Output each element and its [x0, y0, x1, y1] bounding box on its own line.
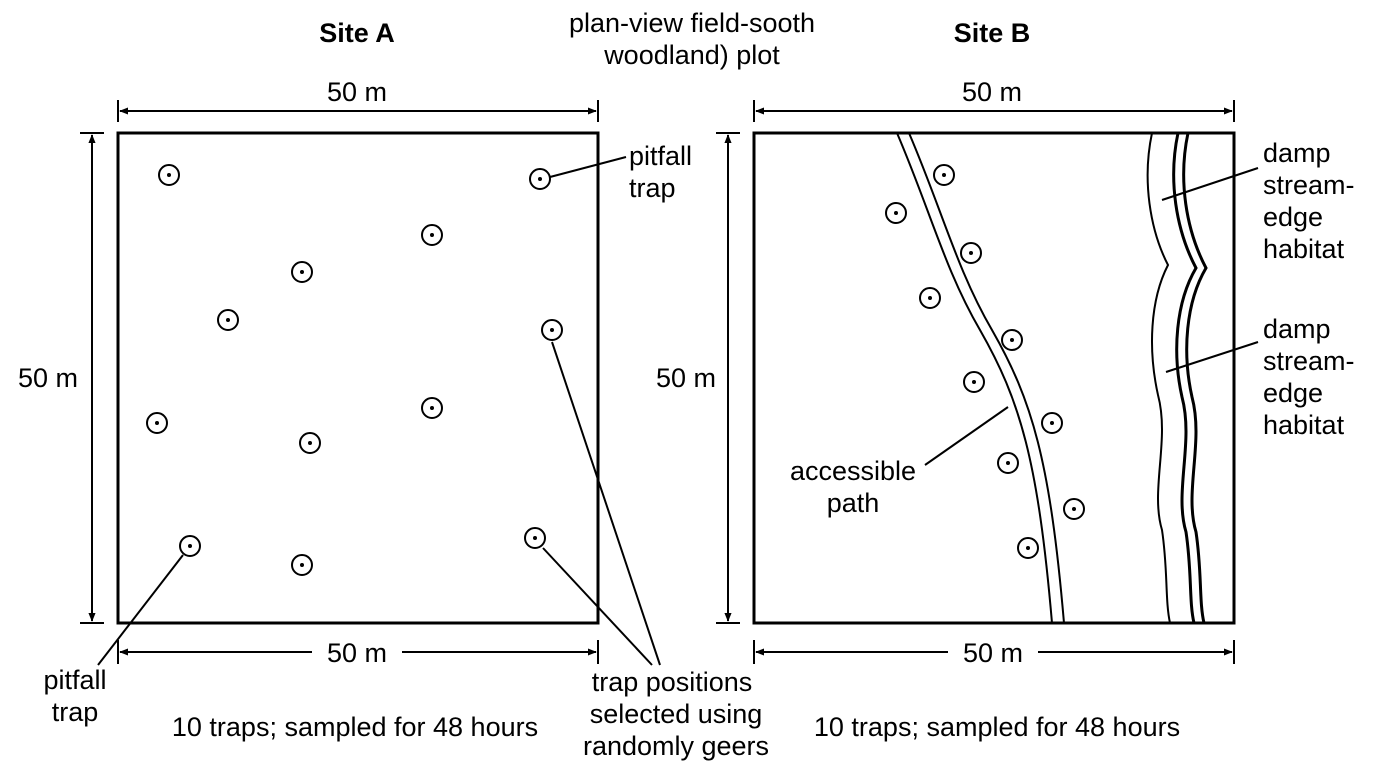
accessible-path-edge-left — [896, 132, 1053, 624]
pitfall-trap-icon — [933, 164, 955, 186]
site-b-caption: 10 traps; sampled for 48 hours — [814, 712, 1180, 742]
site-b-plot-boundary — [752, 131, 1236, 625]
accessible-path-edge-right — [908, 132, 1065, 624]
site-a-caption: 10 traps; sampled for 48 hours — [172, 712, 538, 742]
pitfall-trap-icon — [291, 554, 313, 576]
site-a-bottom-dimension-label: 50 m — [327, 638, 387, 668]
site-a-top-dimension-label: 50 m — [327, 77, 387, 107]
site-b-traps — [885, 164, 1085, 559]
site-a-panel: 50 m 50 m 50 m — [18, 76, 769, 761]
habitat-leader-1 — [1161, 167, 1259, 201]
site-a-top-trap-leader — [549, 156, 627, 178]
diagram-title-line1: plan-view field-sooth — [569, 8, 815, 38]
site-a-side-dimension-label: 50 m — [18, 363, 78, 393]
accessible-path-label-line2: path — [827, 488, 880, 518]
random-positions-leader-2 — [542, 547, 653, 666]
accessible-path-leader — [924, 406, 1009, 466]
site-a-plot-boundary — [116, 131, 600, 625]
random-positions-leader-1 — [551, 341, 661, 666]
habitat-label-2-line3: edge — [1263, 378, 1323, 408]
pitfall-trap-icon — [158, 164, 180, 186]
site-a-trap-label-line1: pitfall — [629, 141, 692, 171]
site-b-side-dimension-label: 50 m — [656, 363, 716, 393]
diagram-title-line2: woodland) plot — [603, 40, 780, 70]
pitfall-trap-icon — [299, 432, 321, 454]
site-a-traps — [146, 164, 563, 576]
stream-edge-line — [1146, 132, 1171, 624]
random-positions-label-line3: randomly geers — [583, 731, 769, 761]
site-b-bottom-dimension-label: 50 m — [963, 638, 1023, 668]
pitfall-trap-icon — [421, 397, 443, 419]
habitat-label-1-line1: damp — [1263, 138, 1331, 168]
site-a-trap-label-line2: trap — [629, 173, 676, 203]
site-b-panel: 50 m 50 m 50 m — [656, 76, 1355, 742]
pitfall-trap-icon — [1041, 412, 1063, 434]
site-a-bottom-trap-label-line2: trap — [52, 697, 99, 727]
accessible-path-label-line1: accessible — [790, 456, 916, 486]
pitfall-trap-icon — [960, 242, 982, 264]
habitat-leader-2 — [1165, 341, 1259, 373]
site-b-title: Site B — [954, 18, 1031, 48]
pitfall-trap-icon — [524, 527, 546, 549]
random-positions-label-line1: trap positions — [592, 667, 753, 697]
pitfall-trap-icon — [885, 202, 907, 224]
pitfall-trap-icon — [541, 319, 563, 341]
habitat-label-2-line4: habitat — [1263, 410, 1345, 440]
site-a-bottom-dim-label-bg — [312, 637, 402, 669]
habitat-label-2-line2: stream- — [1263, 346, 1355, 376]
pitfall-trap-icon — [179, 535, 201, 557]
random-positions-label-line2: selected using — [590, 699, 763, 729]
site-b-bottom-dim-label-bg — [948, 637, 1038, 669]
pitfall-trap-icon — [291, 261, 313, 283]
pitfall-trap-icon — [1017, 537, 1039, 559]
pitfall-trap-icon — [146, 412, 168, 434]
site-a-bottom-trap-label-line1: pitfall — [43, 665, 106, 695]
site-b-top-dim-label-bg — [950, 76, 1034, 106]
pitfall-trap-icon — [997, 452, 1019, 474]
site-b-top-dimension-label: 50 m — [962, 77, 1022, 107]
habitat-label-1-line3: edge — [1263, 202, 1323, 232]
pitfall-trap-icon — [421, 224, 443, 246]
pitfall-trap-icon — [1063, 498, 1085, 520]
habitat-label-1-line2: stream- — [1263, 170, 1355, 200]
habitat-label-2-line1: damp — [1263, 314, 1331, 344]
stream-bank-line-1 — [1172, 132, 1198, 624]
site-a-top-dim-label-bg — [316, 76, 400, 106]
pitfall-trap-icon — [529, 168, 551, 190]
habitat-label-1-line4: habitat — [1263, 234, 1345, 264]
pitfall-trap-icon — [919, 287, 941, 309]
pitfall-trap-icon — [963, 371, 985, 393]
stream-bank-line-2 — [1182, 132, 1208, 624]
site-a-title: Site A — [319, 18, 395, 48]
site-a-bottom-trap-leader — [97, 554, 184, 666]
pitfall-trap-icon — [1001, 329, 1023, 351]
pitfall-trap-icon — [217, 309, 239, 331]
